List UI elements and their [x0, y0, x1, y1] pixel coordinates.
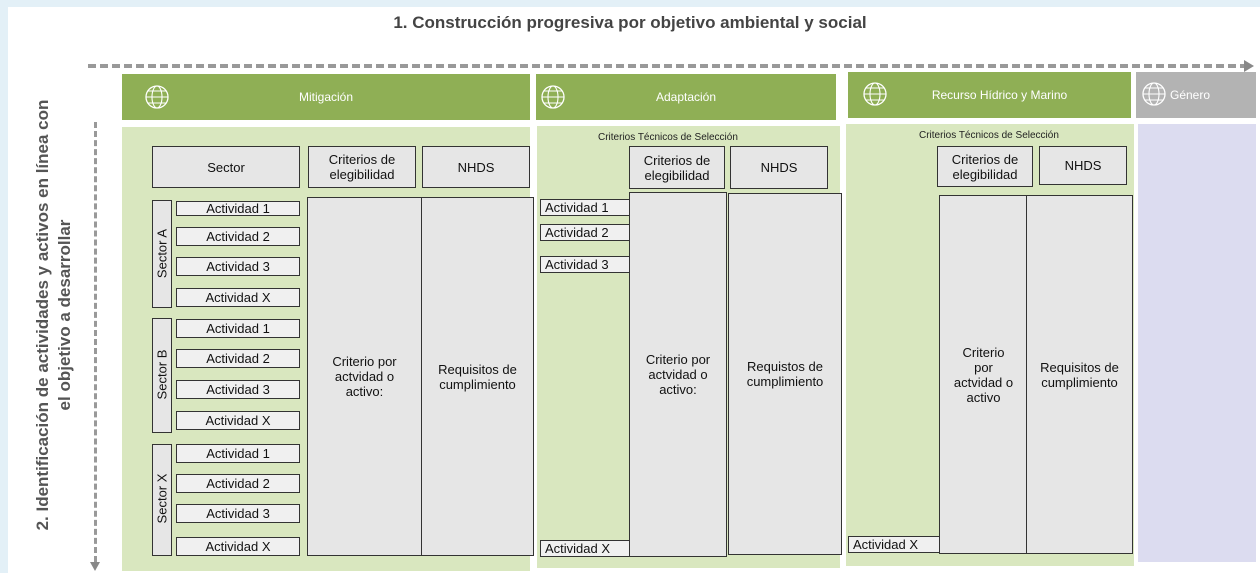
adaptacion-actividad-3: Actividad 3 [540, 256, 630, 273]
sector-header: Sector [152, 146, 300, 188]
sector-b-label: Sector B [154, 349, 170, 400]
criterio-por-actividad: Criterio por actvidad o activo: [307, 197, 422, 556]
recurso-actividad-x: Actividad X [848, 536, 940, 553]
actividad-x-3: Actividad 3 [176, 504, 300, 523]
recurso-nhds-header: NHDS [1039, 146, 1127, 185]
header-genero-label: Género [1170, 88, 1211, 102]
criterios-tecnicos-adaptacion: Criterios Técnicos de Selección [598, 132, 738, 143]
recurso-criterios-header: Criterios de elegibilidad [937, 146, 1033, 187]
adaptacion-criterio-por-actividad: Criterio por actvidad o activo: [629, 192, 727, 557]
globe-icon [145, 85, 169, 109]
criterios-tecnicos-recurso: Criterios Técnicos de Selección [919, 130, 1059, 141]
actividad-b-3: Actividad 3 [176, 380, 300, 399]
actividad-a-x: Actividad X [176, 288, 300, 307]
sector-x-label: Sector X [154, 473, 170, 524]
header-genero: Género [1136, 72, 1256, 118]
header-adaptacion-label: Adaptación [655, 90, 717, 104]
globe-icon [863, 82, 887, 106]
vertical-dashed-arrow [94, 122, 97, 562]
recurso-requisitos: Requisitos de cumplimiento [1026, 195, 1133, 554]
adaptacion-actividad-x: Actividad X [540, 540, 630, 557]
panel-genero [1138, 124, 1256, 562]
criterios-elegibilidad-header: Criterios de elegibilidad [308, 146, 416, 188]
actividad-x-1: Actividad 1 [176, 444, 300, 463]
actividad-b-2: Actividad 2 [176, 349, 300, 368]
vertical-title-line-2: el objetivo a desarrollar [55, 219, 74, 411]
header-mitigacion-label: Mitigación [298, 90, 354, 104]
actividad-a-2: Actividad 2 [176, 227, 300, 246]
header-recurso-label: Recurso Hídrico y Marino [931, 88, 1068, 102]
recurso-criterio-por-actividad: Criterio por actvidad o activo [939, 195, 1028, 554]
adaptacion-criterios-header: Criterios de elegibilidad [629, 146, 725, 189]
actividad-a-3: Actividad 3 [176, 257, 300, 276]
sector-a [152, 200, 172, 308]
globe-icon [1142, 82, 1166, 106]
arrow-right-icon [1244, 60, 1254, 72]
actividad-x-2: Actividad 2 [176, 474, 300, 493]
actividad-x-x: Actividad X [176, 537, 300, 556]
requisitos-cumplimiento: Requisitos de cumplimiento [421, 197, 534, 556]
actividad-b-x: Actividad X [176, 411, 300, 430]
adaptacion-actividad-2: Actividad 2 [540, 224, 630, 241]
horizontal-dashed-arrow [88, 64, 1248, 68]
main-title: 1. Construcción progresiva por objetivo … [393, 13, 867, 32]
vertical-title: 2. Identificación de actividades y activ… [32, 65, 76, 565]
adaptacion-nhds-header: NHDS [730, 146, 828, 189]
header-recurso: Recurso Hídrico y Marino [848, 72, 1131, 118]
vertical-title-line-1: 2. Identificación de actividades y activ… [33, 99, 52, 531]
sector-x [152, 444, 172, 556]
globe-icon [541, 85, 565, 109]
adaptacion-requisitos: Requistos de cumplimiento [728, 193, 842, 555]
nhds-header: NHDS [422, 146, 530, 188]
actividad-a-1: Actividad 1 [176, 201, 300, 216]
arrow-down-icon [90, 562, 100, 571]
actividad-b-1: Actividad 1 [176, 319, 300, 338]
adaptacion-actividad-1: Actividad 1 [540, 199, 630, 216]
sector-b [152, 318, 172, 433]
header-mitigacion: Mitigación [122, 74, 530, 120]
sector-a-label: Sector A [154, 228, 170, 279]
header-adaptacion: Adaptación [536, 74, 836, 120]
